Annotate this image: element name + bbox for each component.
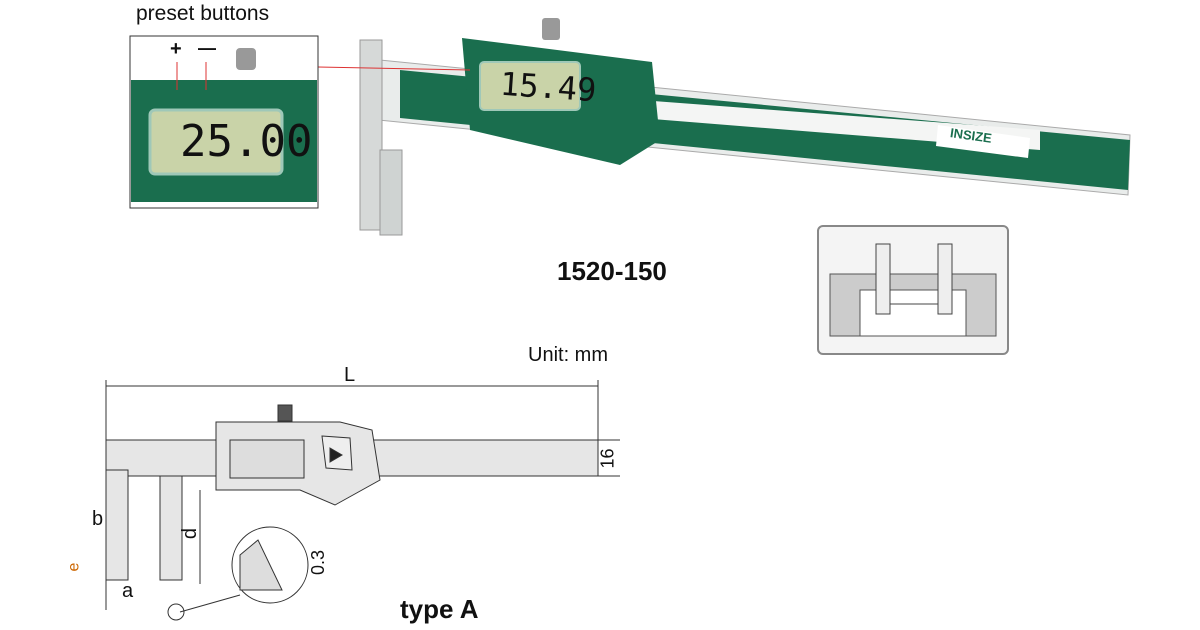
caliper-photo (317, 18, 1131, 236)
length-label: L (344, 364, 356, 386)
inset-lcd-reading: 25.00 (180, 116, 313, 167)
height-dimension: 16 (597, 448, 618, 469)
b-label: b (92, 508, 104, 530)
tip-dimension: 0.3 (308, 549, 329, 576)
type-label: type A (400, 594, 479, 624)
e-label: e (65, 562, 83, 572)
groove-measurement-icon (817, 225, 1009, 355)
thumb-wheel (542, 18, 560, 40)
inset-zoom (129, 35, 319, 209)
lcd-display (479, 61, 581, 111)
unit-label: Unit: mm (528, 344, 608, 366)
d-label: d (179, 527, 202, 540)
technical-drawing (105, 380, 620, 621)
model-number: 1520-150 (557, 256, 667, 286)
product-lcd-reading: 15.49 (498, 64, 598, 110)
plus-button-label: + (170, 38, 182, 60)
a-label: a (122, 580, 134, 602)
brand-badge (936, 125, 1030, 158)
minus-button-label: — (198, 38, 216, 58)
preset-buttons-caption: preset buttons (136, 2, 270, 25)
